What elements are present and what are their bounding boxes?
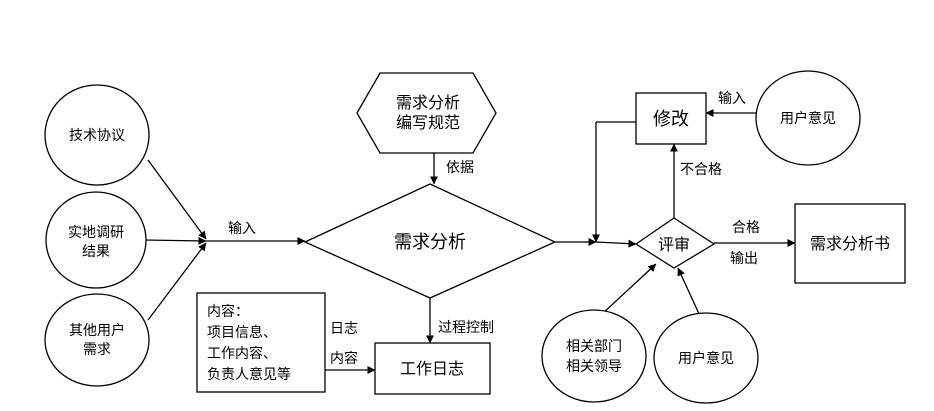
node-related-depts: 相关部门 相关领导 bbox=[541, 309, 647, 403]
node-spec-document: 需求分析书 bbox=[794, 203, 906, 284]
svg-text:相关领导: 相关领导 bbox=[566, 359, 622, 375]
svg-text:需求分析: 需求分析 bbox=[396, 93, 460, 112]
svg-text:评审: 评审 bbox=[658, 235, 690, 254]
node-user-opinion-bottom: 用户意见 bbox=[653, 312, 759, 404]
svg-text:编写规范: 编写规范 bbox=[396, 113, 460, 132]
label-process-control: 过程控制 bbox=[438, 320, 494, 336]
svg-text:内容：: 内容： bbox=[207, 303, 249, 320]
node-analysis-spec: 需求分析 编写规范 bbox=[356, 72, 497, 154]
node-work-log: 工作日志 bbox=[374, 342, 491, 395]
svg-text:需求分析: 需求分析 bbox=[394, 232, 466, 253]
svg-text:需求分析书: 需求分析书 bbox=[810, 234, 890, 253]
svg-text:用户意见: 用户意见 bbox=[678, 350, 734, 367]
node-review: 评审 bbox=[634, 217, 716, 269]
svg-text:技术协议: 技术协议 bbox=[69, 128, 125, 144]
connector-depts-to-review bbox=[601, 263, 657, 315]
label-qualified: 合格 bbox=[732, 220, 760, 236]
svg-text:负责人意见等: 负责人意见等 bbox=[207, 366, 291, 383]
node-other-user-needs: 其他用户 需求 bbox=[44, 293, 150, 387]
label-input-modify: 输入 bbox=[718, 91, 746, 107]
svg-text:实地调研: 实地调研 bbox=[68, 225, 124, 241]
svg-text:用户意见: 用户意见 bbox=[780, 110, 836, 127]
connector-research-to-junction bbox=[143, 236, 207, 245]
node-log-content: 内容： 项目信息、 工作内容、 负责人意见等 bbox=[196, 292, 326, 393]
label-output: 输出 bbox=[730, 251, 758, 267]
connector-tech-to-junction bbox=[147, 159, 207, 240]
svg-text:结果: 结果 bbox=[82, 244, 110, 260]
node-field-research: 实地调研 结果 bbox=[45, 191, 147, 289]
node-tech-agreement: 技术协议 bbox=[44, 84, 150, 186]
svg-text:其他用户: 其他用户 bbox=[69, 322, 125, 339]
svg-text:项目信息、: 项目信息、 bbox=[207, 324, 277, 341]
node-requirement-analysis: 需求分析 bbox=[303, 183, 557, 299]
label-log: 日志 bbox=[330, 321, 358, 337]
connector-user-opinion-to-review bbox=[677, 267, 701, 317]
svg-text:修改: 修改 bbox=[653, 109, 689, 130]
connector-others-to-junction bbox=[147, 242, 207, 321]
svg-text:工作日志: 工作日志 bbox=[400, 359, 464, 378]
connector-junction2-to-review bbox=[595, 239, 637, 248]
svg-text:工作内容、: 工作内容、 bbox=[207, 345, 277, 362]
label-basis: 依据 bbox=[446, 160, 474, 176]
label-unqualified: 不合格 bbox=[680, 162, 722, 178]
svg-text:相关部门: 相关部门 bbox=[566, 339, 622, 355]
node-user-opinion-top: 用户意见 bbox=[755, 70, 861, 166]
label-content: 内容 bbox=[330, 350, 358, 367]
label-input-main: 输入 bbox=[228, 221, 256, 237]
svg-text:需求: 需求 bbox=[83, 342, 111, 358]
node-modify: 修改 bbox=[635, 92, 707, 145]
